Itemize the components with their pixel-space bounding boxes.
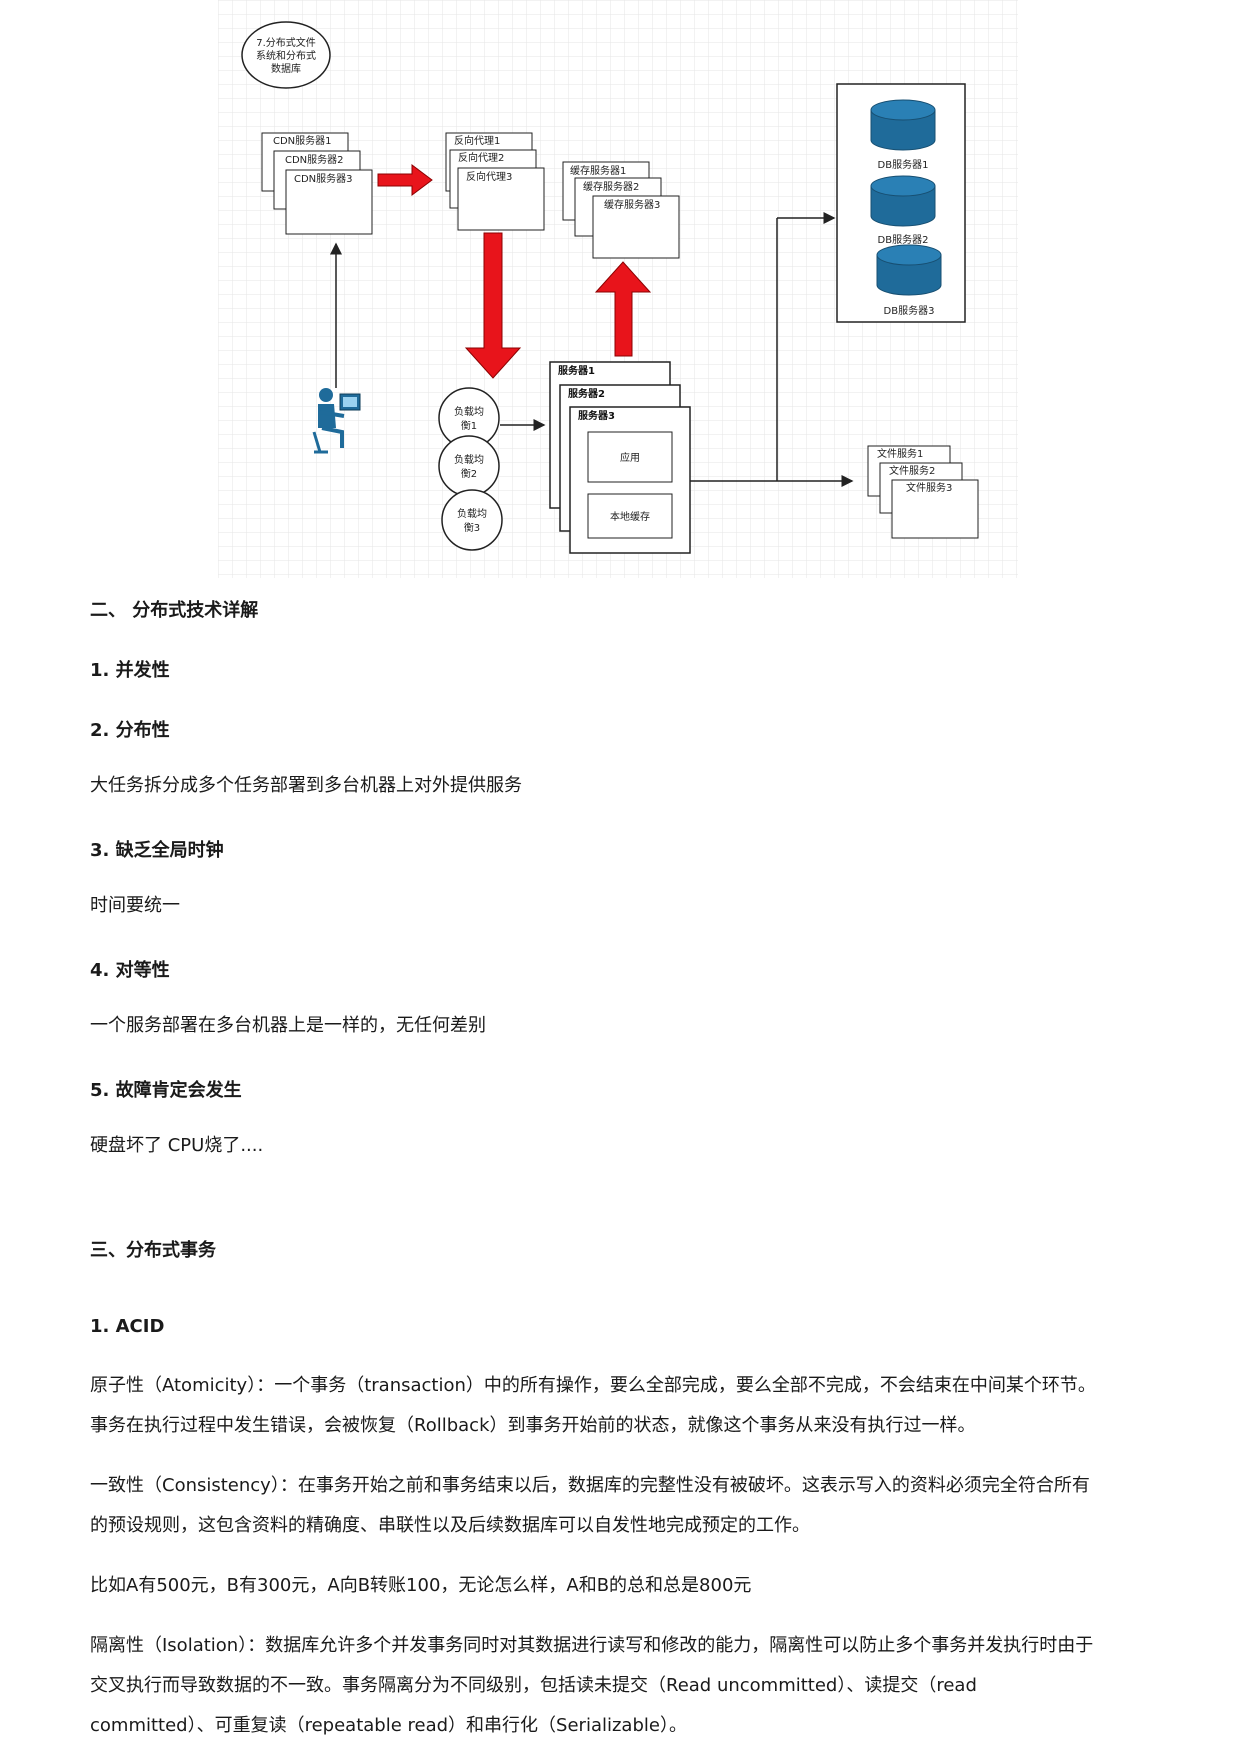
title-line-2: 系统和分布式 [256,49,316,62]
db-2-label: DB服务器2 [878,233,929,246]
item-4-heading: 4. 对等性 [90,960,170,981]
file-2-label: 文件服务2 [889,464,935,477]
cache-server-stack: 缓存服务器1 缓存服务器2 缓存服务器3 [562,161,680,259]
lb-3-label-a: 负载均 [457,507,487,520]
title-line-3: 数据库 [271,62,301,75]
consistency-line-1: 一致性（Consistency）：在事务开始之前和事务结束以后，数据库的完整性没… [90,1475,1090,1496]
red-arrow-down [464,232,522,379]
lb-2-label-a: 负载均 [454,453,484,466]
red-arrow-right [377,164,433,196]
load-balancer-group: 负载均 衡1 负载均 衡2 负载均 衡3 [438,387,503,551]
proxy-2-label: 反向代理2 [458,151,504,164]
server-1-label: 服务器1 [558,364,595,377]
item-2-heading: 2. 分布性 [90,720,170,741]
section-2-heading: 二、 分布式技术详解 [90,600,259,621]
cdn-server-2-label: CDN服务器2 [285,153,344,166]
db-1-label: DB服务器1 [878,158,929,171]
server-2-label: 服务器2 [568,387,605,400]
file-server-stack: 文件服务1 文件服务2 文件服务3 [867,445,979,539]
diagram-title-cloud: 7.分布式文件 系统和分布式 数据库 [241,21,331,89]
acid-heading: 1. ACID [90,1316,165,1337]
lb-1-label-a: 负载均 [454,405,484,418]
item-4-description: 一个服务部署在多台机器上是一样的，无任何差别 [90,1015,486,1036]
cache-3-label: 缓存服务器3 [604,198,660,211]
cdn-server-stack: CDN服务器1 CDN服务器2 CDN服务器3 [261,132,373,235]
app-label: 应用 [620,451,640,464]
server-3-label: 服务器3 [578,409,615,422]
user-at-computer-icon [312,388,361,454]
db-3-icon [876,244,942,296]
cdn-server-1-label: CDN服务器1 [273,134,332,147]
section-3-heading: 三、分布式事务 [90,1240,216,1261]
file-1-label: 文件服务1 [877,447,923,460]
isolation-line-1: 隔离性（Isolation）：数据库允许多个并发事务同时对其数据进行读写和修改的… [90,1635,1094,1656]
consistency-line-2: 的预设规则，这包含资料的精确度、串联性以及后续数据库可以自发性地完成预定的工作。 [90,1515,810,1536]
lb-2-label-b: 衡2 [461,468,477,480]
item-3-description: 时间要统一 [90,895,180,916]
item-3-heading: 3. 缺乏全局时钟 [90,840,224,861]
atomicity-line-2: 事务在执行过程中发生错误，会被恢复（Rollback）到事务开始前的状态，就像这… [90,1415,976,1436]
cache-1-label: 缓存服务器1 [570,164,626,177]
proxy-1-label: 反向代理1 [454,134,500,147]
lb-1-label-b: 衡1 [461,420,477,432]
red-arrow-up [594,261,652,357]
local-cache-label: 本地缓存 [610,510,650,523]
title-line-1: 7.分布式文件 [256,36,316,49]
isolation-line-2: 交叉执行而导致数据的不一致。事务隔离分为不同级别，包括读未提交（Read unc… [90,1675,977,1696]
cdn-server-3-label: CDN服务器3 [294,172,353,185]
transfer-example: 比如A有500元，B有300元，A向B转账100，无论怎么样，A和B的总和总是8… [90,1575,752,1596]
db-server-group: DB服务器1 DB服务器2 DB服务器3 [836,83,966,323]
isolation-line-3: committed）、可重复读（repeatable read）和串行化（Ser… [90,1715,687,1736]
item-5-description: 硬盘坏了 CPU烧了.... [90,1135,264,1156]
server-stack: 服务器1 服务器2 服务器3 应用 本地缓存 [549,361,691,554]
item-2-description: 大任务拆分成多个任务部署到多台机器上对外提供服务 [90,775,522,796]
file-3-label: 文件服务3 [906,481,952,494]
cache-2-label: 缓存服务器2 [583,180,639,193]
db-1-icon [870,99,936,151]
architecture-diagram: 7.分布式文件 系统和分布式 数据库 CDN服务器1 CDN服务器2 CDN服务… [218,0,1018,578]
proxy-3-label: 反向代理3 [466,170,512,183]
db-2-icon [870,175,936,227]
reverse-proxy-stack: 反向代理1 反向代理2 反向代理3 [445,132,545,231]
db-3-label: DB服务器3 [884,304,935,317]
item-5-heading: 5. 故障肯定会发生 [90,1080,242,1101]
item-1-heading: 1. 并发性 [90,660,170,681]
atomicity-line-1: 原子性（Atomicity）：一个事务（transaction）中的所有操作，要… [90,1375,1096,1396]
lb-3-label-b: 衡3 [464,522,480,534]
server-connectors [690,212,854,487]
